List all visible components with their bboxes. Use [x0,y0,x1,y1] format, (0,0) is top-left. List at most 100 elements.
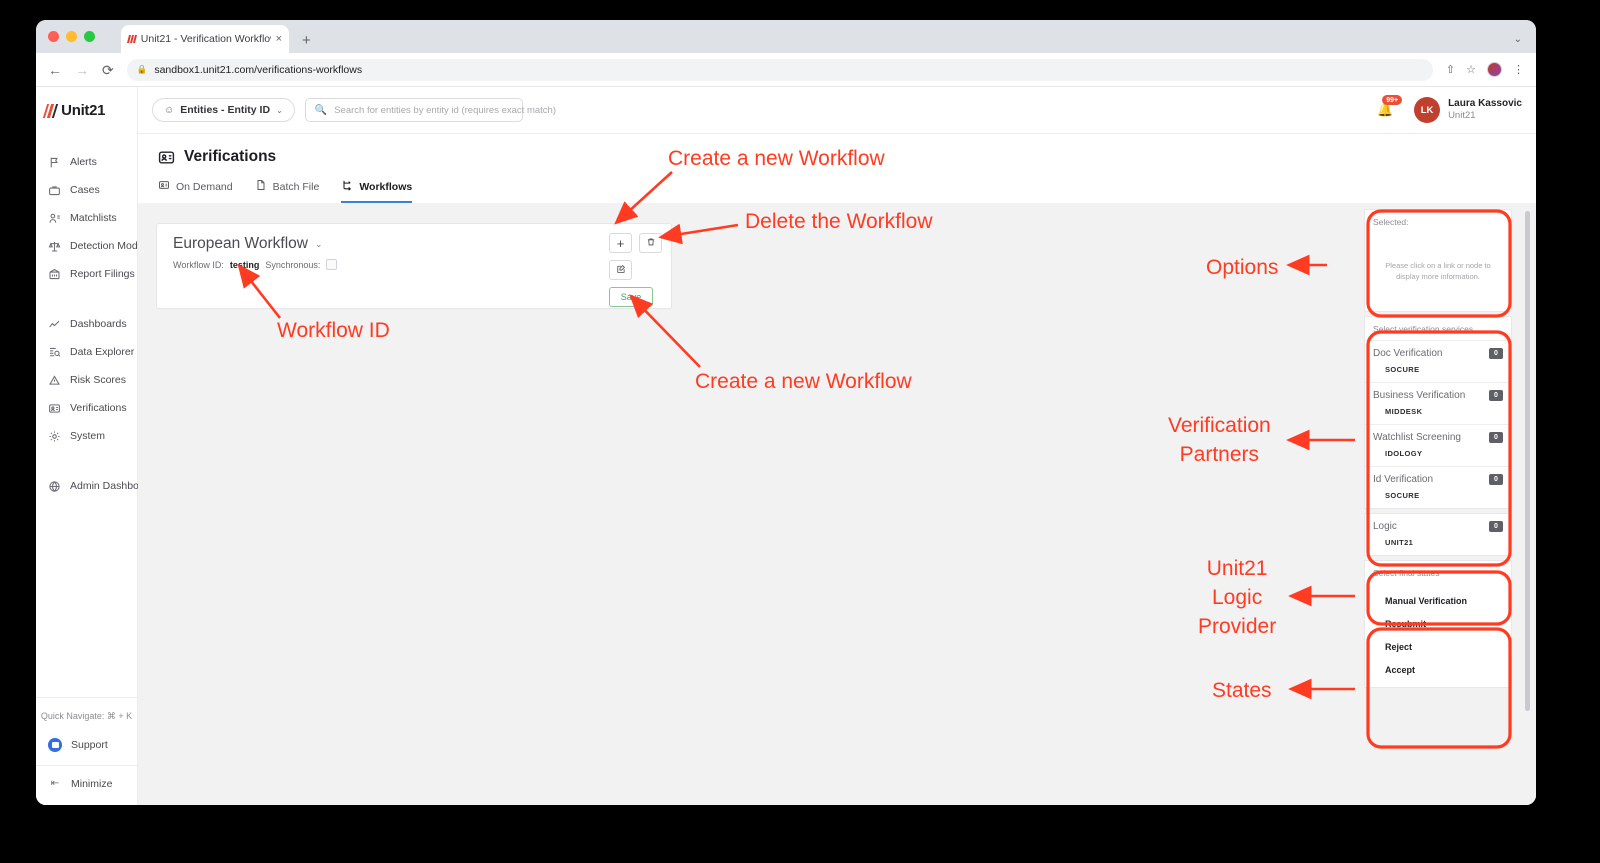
synchronous-checkbox[interactable] [326,259,338,270]
sidebar-item-verifications[interactable]: Verifications [36,394,137,422]
app-shell: Unit21 Alerts Cases Matchlists [36,87,1536,805]
tab-on-demand[interactable]: On Demand [158,179,233,203]
selected-empty-text: Please click on a link or node to displa… [1385,261,1491,281]
id-card-icon [158,149,175,166]
notifications-button[interactable]: 🔔 99+ [1374,95,1403,121]
sidebar-item-label: Matchlists [70,212,117,224]
page-tabs: On Demand Batch File Workflows [158,179,1516,203]
logic-row[interactable]: Logic 0 UNIT21 [1365,514,1511,555]
sidebar-item-risk-scores[interactable]: Risk Scores [36,366,137,394]
save-workflow-button[interactable]: Save [609,287,653,307]
sidebar-item-data-explorer[interactable]: Data Explorer [36,338,137,366]
edit-workflow-button[interactable] [609,260,632,280]
state-item-accept[interactable]: Accept [1385,665,1416,675]
final-states-list: Manual Verification Resubmit Reject Acce… [1365,584,1511,687]
window-controls[interactable] [48,31,95,42]
workflow-id-value: testing [229,259,260,270]
service-vendor[interactable]: SOCURE [1385,491,1420,500]
app-logo[interactable]: Unit21 [36,87,137,134]
service-count-badge: 0 [1489,348,1503,359]
service-row-watchlist-screening[interactable]: Watchlist Screening 0 IDOLOGY [1365,424,1511,466]
service-row-business-verification[interactable]: Business Verification 0 MIDDESK [1365,382,1511,424]
share-icon[interactable]: ⇧ [1445,64,1456,76]
sidebar-item-system[interactable]: System [36,422,137,450]
sidebar-item-admin-dashboard[interactable]: Admin Dashboard [36,472,154,500]
bookmark-star-icon[interactable]: ☆ [1466,64,1476,76]
minimize-window-button[interactable] [66,31,77,42]
service-row-doc-verification[interactable]: Doc Verification 0 SOCURE [1365,340,1511,382]
maximize-window-button[interactable] [84,31,95,42]
workflow-meta-row: Workflow ID: testing Synchronous: [157,253,671,270]
notification-badge: 99+ [1382,95,1403,105]
service-count-badge: 0 [1489,432,1503,443]
sidebar-item-cases[interactable]: Cases [36,176,137,204]
workflow-actions: + Save [609,233,662,307]
browser-profile-avatar[interactable] [1487,62,1502,77]
close-tab-icon[interactable]: × [275,33,282,45]
sidebar-divider [36,450,137,472]
sidebar-item-label: Risk Scores [70,374,127,386]
browser-tab-title: Unit21 - Verification Workflows [140,33,271,45]
sidebar-divider [36,288,137,310]
close-window-button[interactable] [48,31,59,42]
data-search-icon [48,346,61,359]
address-bar[interactable]: 🔒 sandbox1.unit21.com/verifications-work… [126,58,1433,81]
service-vendor[interactable]: IDOLOGY [1385,449,1423,458]
avatar: LK [1414,97,1441,123]
browser-toolbar: ← → ⟳ 🔒 sandbox1.unit21.com/verification… [36,53,1536,87]
sidebar-item-dashboards[interactable]: Dashboards [36,310,137,338]
service-header: Business Verification 0 [1373,390,1503,401]
file-icon [255,179,267,194]
sidebar-spacer [36,500,137,697]
forward-icon[interactable]: → [75,61,89,78]
state-item-manual-verification[interactable]: Manual Verification [1385,596,1468,606]
sidebar-item-label: Report Filings [70,268,135,280]
sidebar-item-detection-models[interactable]: Detection Models [36,232,151,260]
browser-tab[interactable]: Unit21 - Verification Workflows × [121,25,289,53]
state-item-resubmit[interactable]: Resubmit [1385,619,1427,629]
sidebar-minimize-button[interactable]: ⇤ Minimize [36,765,137,791]
search-placeholder: Search for entities by entity id (requir… [334,104,556,116]
reload-icon[interactable]: ⟳ [102,61,114,78]
tab-batch-file[interactable]: Batch File [255,179,319,203]
service-vendor[interactable]: MIDDESK [1385,407,1423,416]
tab-workflows[interactable]: Workflows [341,179,413,203]
service-vendor[interactable]: SOCURE [1385,365,1420,374]
toolbar-actions: ⇧ ☆ ⋮ [1446,62,1524,77]
vertical-scrollbar[interactable] [1525,211,1530,711]
chevron-down-icon[interactable]: ⌄ [1513,34,1522,45]
state-item-reject[interactable]: Reject [1385,642,1413,652]
sidebar-item-report-filings[interactable]: Report Filings [36,260,137,288]
new-tab-button[interactable]: + [302,32,311,49]
entity-type-select[interactable]: ☺ Entities - Entity ID ⌄ [152,98,295,122]
browser-menu-icon[interactable]: ⋮ [1513,64,1524,76]
sidebar-item-label: System [70,430,106,442]
id-card-icon [48,402,61,415]
service-row-id-verification[interactable]: Id Verification 0 SOCURE [1365,466,1511,508]
sidebar-item-matchlists[interactable]: Matchlists [36,204,137,232]
selected-label: Selected: [1373,217,1409,227]
user-org: Unit21 [1448,110,1476,122]
sidebar-item-label: Data Explorer [70,346,135,358]
url-text: sandbox1.unit21.com/verifications-workfl… [154,63,363,76]
delete-workflow-button[interactable] [639,233,662,253]
service-count-badge: 0 [1489,474,1503,485]
page-title-row: Verifications [158,148,1516,166]
page-header: Verifications On Demand Batch File [138,134,1536,203]
back-icon[interactable]: ← [48,61,62,78]
logic-vendor[interactable]: UNIT21 [1385,538,1414,547]
add-workflow-button[interactable]: + [609,233,632,253]
user-menu[interactable]: LK Laura Kassovic Unit21 [1414,97,1522,123]
workflow-name: European Workflow [173,235,308,252]
sidebar-item-alerts[interactable]: Alerts [36,148,137,176]
sidebar-item-support[interactable]: Support [36,733,137,757]
search-input[interactable]: 🔍 Search for entities by entity id (requ… [304,98,556,122]
chevron-down-icon[interactable]: ⌄ [314,238,323,249]
sidebar-item-label: Alerts [70,156,97,168]
edit-icon [616,261,626,279]
sidebar-item-label: Minimize [71,777,113,790]
sidebar-item-label: Verifications [70,402,127,414]
right-panel: Selected: Please click on a link or node… [1364,209,1512,688]
sidebar-item-label: Admin Dashboard [70,480,155,492]
main-column: ☺ Entities - Entity ID ⌄ 🔍 Search for en… [138,87,1536,805]
